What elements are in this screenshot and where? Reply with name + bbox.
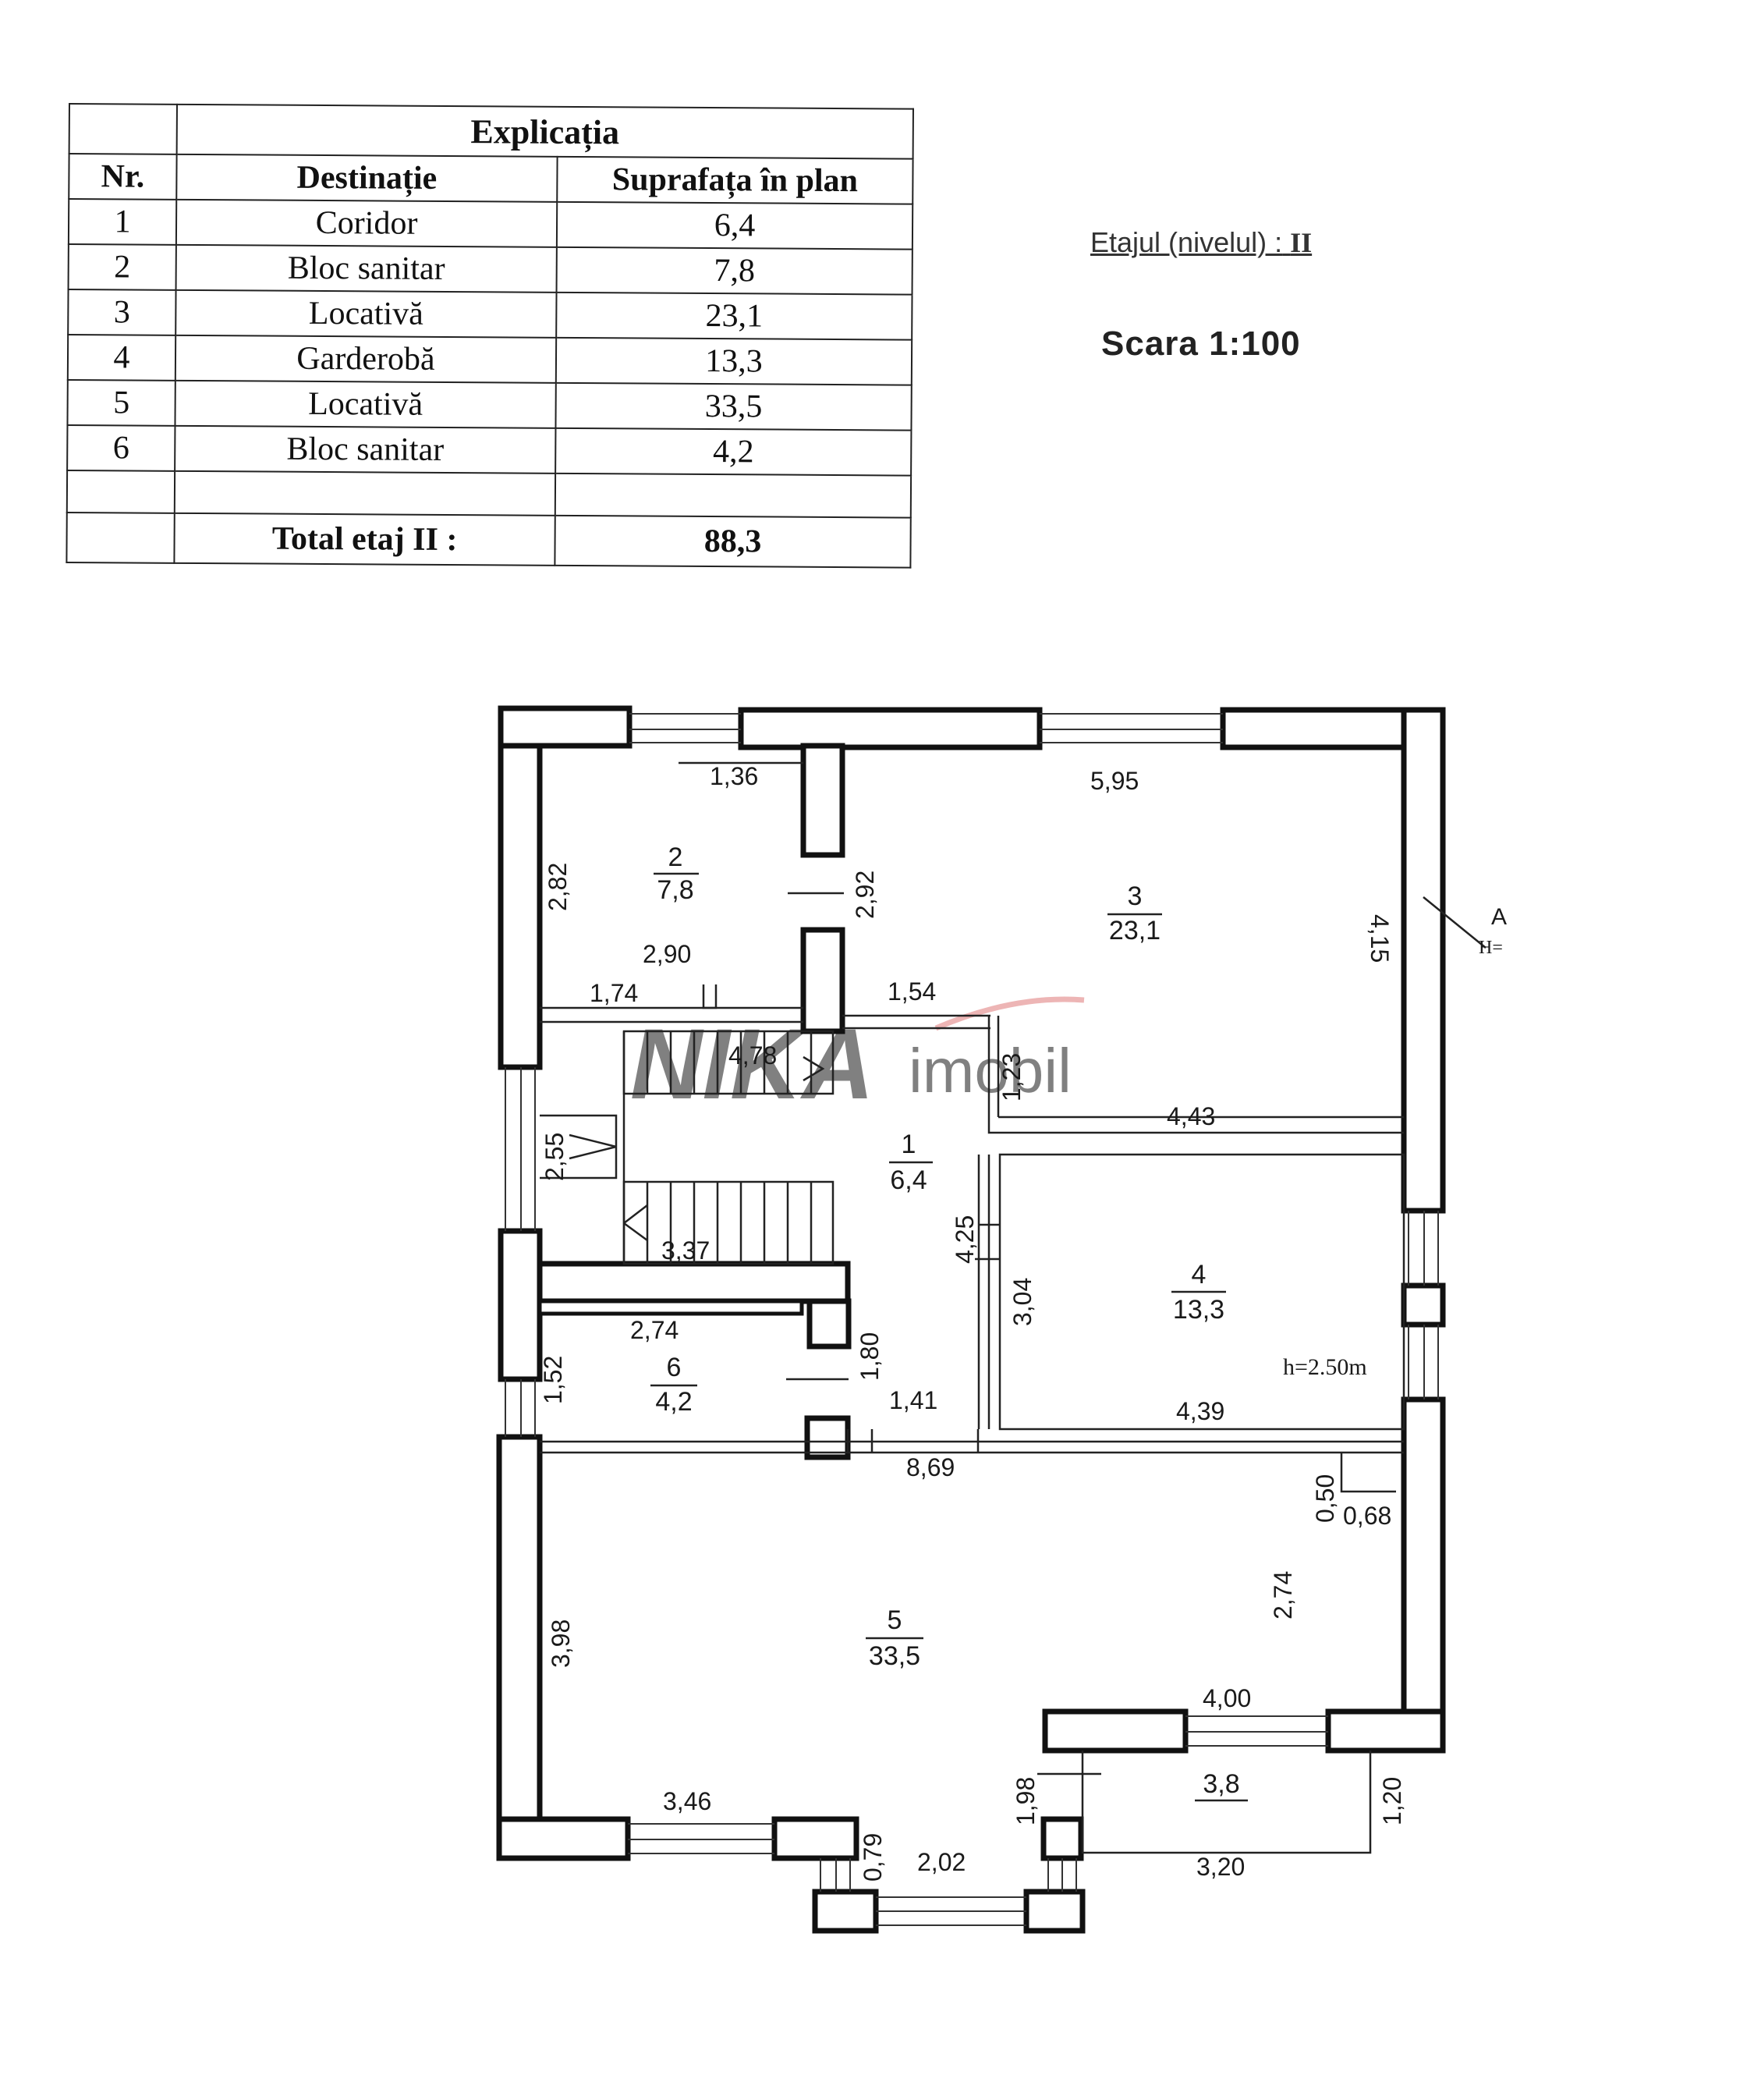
dim-label: 1,98 xyxy=(1012,1777,1040,1825)
svg-text:3: 3 xyxy=(1128,882,1143,911)
dimension-labels: 1,36 5,95 2,82 2,92 4,15 2,90 1,74 1,54 … xyxy=(539,762,1406,1882)
dim-label: 4,15 xyxy=(1366,914,1394,963)
balcony xyxy=(1037,1453,1396,1854)
svg-text:6,4: 6,4 xyxy=(890,1165,927,1195)
dim-label: 4,43 xyxy=(1167,1102,1215,1130)
svg-text:2: 2 xyxy=(668,842,683,872)
room-label-4: 4 13,3 xyxy=(1171,1260,1226,1325)
dim-label: 4,78 xyxy=(728,1041,777,1070)
dim-label: 4,25 xyxy=(951,1215,979,1264)
interior-walls xyxy=(537,743,1405,1460)
svg-text:33,5: 33,5 xyxy=(869,1641,920,1671)
dim-label: 1,20 xyxy=(1378,1777,1406,1825)
room-label-5: 5 33,5 xyxy=(866,1605,923,1671)
watermark-suffix: imobil xyxy=(909,1036,1072,1105)
dim-label: 2,55 xyxy=(540,1133,569,1181)
dim-label: 0,68 xyxy=(1343,1502,1391,1530)
dim-label: 1,23 xyxy=(998,1053,1026,1101)
dim-label: 1,74 xyxy=(590,979,638,1007)
dim-label: 8,69 xyxy=(906,1453,955,1481)
svg-text:23,1: 23,1 xyxy=(1109,916,1161,945)
stairs xyxy=(540,984,835,1265)
dim-label: 2,02 xyxy=(917,1848,966,1876)
room-labels: 1 6,4 2 7,8 3 23,1 4 13,3 5 33,5 6 4,2 xyxy=(650,842,1248,1802)
svg-text:4,2: 4,2 xyxy=(655,1387,692,1417)
dim-label: 4,00 xyxy=(1203,1684,1251,1712)
svg-text:6: 6 xyxy=(667,1353,682,1382)
dim-label: 3,20 xyxy=(1196,1853,1245,1881)
dim-label: 3,04 xyxy=(1008,1278,1037,1326)
scale-label: Scara 1:100 xyxy=(1101,325,1301,363)
svg-text:4: 4 xyxy=(1192,1260,1207,1289)
dim-label: 2,90 xyxy=(643,940,691,968)
room-label-2: 2 7,8 xyxy=(654,842,699,905)
dim-label: 4,39 xyxy=(1176,1397,1224,1425)
balcony-label: 3,8 xyxy=(1195,1769,1248,1802)
svg-text:13,3: 13,3 xyxy=(1173,1295,1224,1325)
dim-label: 1,80 xyxy=(856,1332,884,1381)
svg-text:1: 1 xyxy=(902,1130,916,1159)
dim-label: 2,82 xyxy=(544,863,572,911)
dim-label: 2,92 xyxy=(851,871,879,919)
svg-text:7,8: 7,8 xyxy=(657,875,693,905)
section-mark-h: H= xyxy=(1479,938,1503,958)
dim-label: 2,74 xyxy=(1269,1571,1297,1619)
dim-label: 0,50 xyxy=(1311,1474,1339,1523)
room-label-1: 1 6,4 xyxy=(889,1130,933,1195)
dim-label: 3,98 xyxy=(547,1619,575,1668)
dim-label: 3,46 xyxy=(663,1787,711,1815)
svg-text:5: 5 xyxy=(888,1605,902,1635)
floor-number: II xyxy=(1290,227,1313,258)
room-label-6: 6 4,2 xyxy=(650,1353,697,1417)
floor-label-text: Etajul (nivelul) : xyxy=(1090,226,1283,258)
dim-label: 1,41 xyxy=(889,1386,937,1414)
floor-label: Etajul (nivelul) : II xyxy=(1090,226,1312,259)
section-mark-a: A xyxy=(1491,904,1507,930)
dim-label: 1,54 xyxy=(888,977,936,1006)
dim-label: 0,79 xyxy=(859,1833,887,1882)
dim-label: 5,95 xyxy=(1090,767,1139,795)
windows xyxy=(505,713,1439,1926)
room-label-3: 3 23,1 xyxy=(1107,882,1162,945)
dim-label: 2,74 xyxy=(630,1316,679,1344)
dim-label: 1,36 xyxy=(710,762,758,790)
height-note: h=2.50m xyxy=(1283,1354,1367,1380)
svg-text:3,8: 3,8 xyxy=(1203,1769,1239,1799)
dimension-lines xyxy=(679,761,1487,1381)
dim-label: 1,52 xyxy=(539,1356,567,1404)
outer-walls xyxy=(496,705,1446,1934)
dim-label: 3,37 xyxy=(661,1236,710,1265)
